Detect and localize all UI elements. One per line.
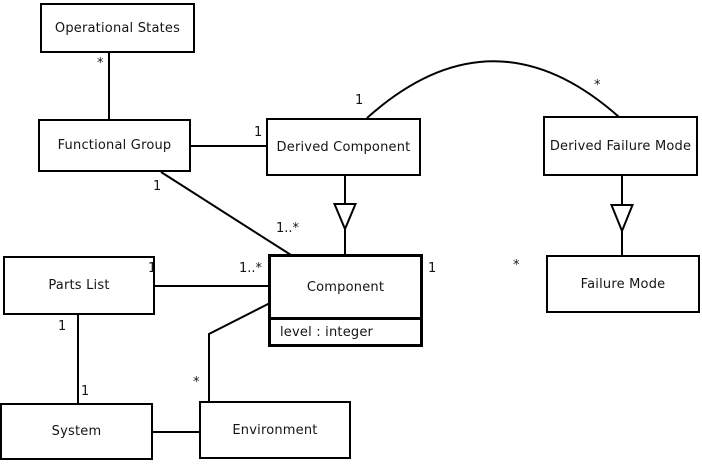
mult-derived-component-on-arc: 1 [355, 93, 364, 108]
generalization-triangle-icon-component [332, 203, 358, 232]
node-label: Derived Failure Mode [549, 138, 692, 154]
node-parts-list: Parts List [3, 256, 155, 315]
node-component: Component level : integer [268, 254, 423, 347]
mult-failure-mode: * [513, 258, 520, 273]
node-label: Parts List [48, 278, 110, 293]
node-derived-failure-mode: Derived Failure Mode [543, 116, 698, 176]
node-label: Functional Group [57, 138, 172, 153]
mult-derived-failure-mode-on-arc: * [594, 78, 601, 93]
node-label: Derived Component [276, 139, 411, 155]
node-label: Operational States [54, 20, 181, 36]
mult-system: 1 [81, 384, 90, 399]
mult-component-near-functional-group: 1..* [276, 221, 300, 236]
node-derived-component: Derived Component [266, 118, 421, 176]
mult-environment: * [193, 375, 200, 390]
edge-environment-component [208, 302, 271, 402]
mult-derived-component-near-functional-group: 1 [254, 125, 263, 140]
node-label: Failure Mode [580, 276, 666, 292]
component-name-compartment: Component [271, 257, 420, 317]
mult-functional-group-on-component-link: 1 [153, 179, 162, 194]
component-attribute: level : integer [280, 324, 374, 340]
mult-parts-list-on-system-link: 1 [58, 319, 67, 334]
node-failure-mode: Failure Mode [546, 255, 700, 313]
mult-operational-states: * [97, 56, 104, 71]
node-environment: Environment [199, 401, 351, 459]
edge-functional-group-component [160, 171, 292, 256]
edge-derived-component-derived-failure-mode-arc [366, 60, 620, 119]
node-label: System [51, 424, 102, 439]
mult-component-on-failure-mode-link: 1 [428, 261, 437, 276]
node-system: System [0, 403, 153, 460]
node-label: Component [306, 279, 385, 295]
node-functional-group: Functional Group [38, 119, 191, 172]
mult-parts-list-on-component-link: 1 [148, 261, 157, 276]
generalization-triangle-icon-failure-mode [610, 204, 634, 234]
mult-component-near-parts-list: 1..* [239, 261, 263, 276]
node-operational-states: Operational States [40, 3, 195, 53]
component-attribute-compartment: level : integer [271, 317, 420, 344]
node-label: Environment [232, 422, 318, 438]
